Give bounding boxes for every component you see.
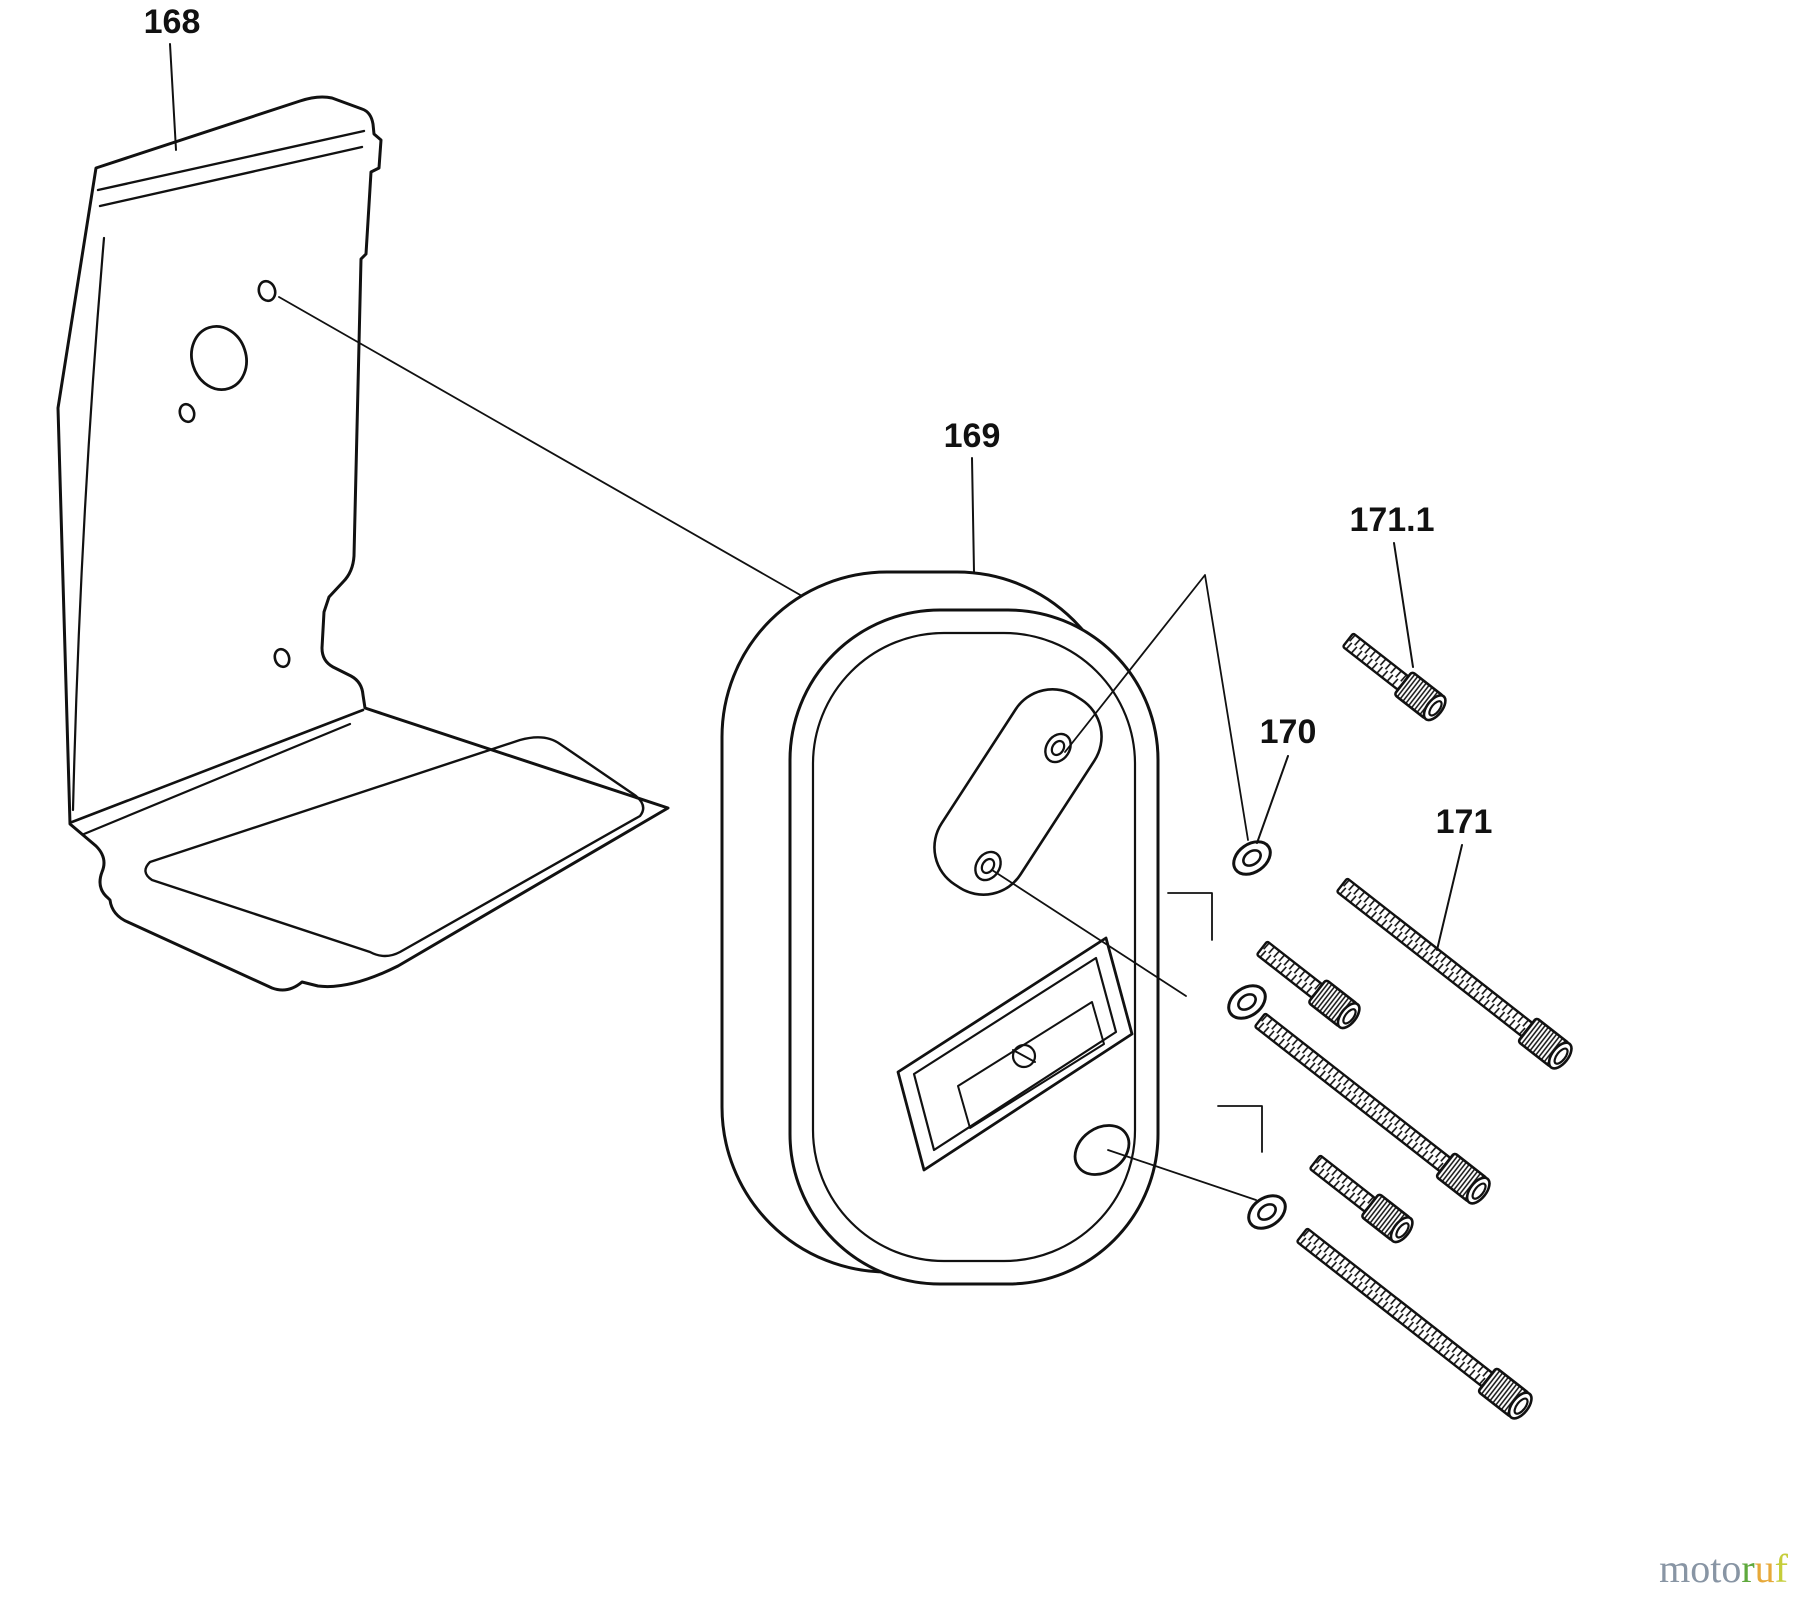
muffler-outlet-frame-outer: [896, 936, 1134, 1172]
label-170-leader: [1256, 755, 1289, 844]
label-171-1: 171.1: [1349, 501, 1434, 539]
screw-171-long-upper: [1331, 871, 1578, 1074]
screw-long-mid: [1249, 1006, 1496, 1209]
bracket-bottom-fold-line-1: [70, 708, 365, 824]
leader-elbow-bottom-screw: [1217, 1105, 1263, 1153]
muffler-face-inner-line: [811, 631, 1137, 1263]
leader-line-lower-hole-to-mid-washer: [991, 869, 1187, 997]
muffler-lower-hole: [1073, 1124, 1131, 1176]
muffler-bolt-hole-upper: [1044, 732, 1072, 764]
leader-line-bottom-hole-to-washer: [1107, 1149, 1257, 1201]
label-169: 169: [944, 417, 1001, 455]
bracket-left-edge-line: [71, 236, 106, 812]
bracket-outline: [56, 95, 670, 992]
label-169-leader: [971, 457, 975, 573]
washer-bottom: [1241, 1187, 1293, 1237]
bracket-small-hole-lower: [273, 647, 291, 669]
callout-171: 171: [1436, 803, 1493, 951]
watermark-seg-1: moto: [1659, 1546, 1741, 1591]
part-168-bracket: [56, 95, 670, 992]
callout-171-1: 171.1: [1349, 501, 1435, 668]
watermark-seg-4: f: [1775, 1546, 1789, 1591]
label-168: 168: [144, 3, 201, 41]
label-171: 171: [1436, 803, 1493, 841]
muffler-bolt-hole-lower: [974, 850, 1002, 882]
leader-line-upper-hole-to-washer: [1064, 574, 1249, 841]
leader-line-bracket-to-muffler: [278, 296, 859, 629]
label-171-leader: [1436, 844, 1463, 951]
label-171-1-leader: [1393, 542, 1414, 668]
bracket-small-hole-top: [257, 279, 277, 303]
leader-elbow-mid-screw: [1167, 892, 1213, 941]
screw-long-bottom: [1291, 1221, 1538, 1424]
muffler-outlet-opening: [957, 1001, 1105, 1129]
bracket-top-fold-line-2: [98, 145, 364, 208]
bracket-small-hole-left: [178, 402, 196, 424]
callout-170: 170: [1256, 713, 1317, 844]
washer-170: [1226, 833, 1278, 883]
bracket-floor-inner-outline: [144, 736, 645, 958]
muffler-outlet-frame-inner: [912, 956, 1118, 1152]
watermark-seg-3: u: [1755, 1546, 1775, 1591]
watermark-seg-2: r: [1741, 1546, 1754, 1591]
bracket-bottom-fold-line-2: [82, 722, 352, 836]
label-170: 170: [1260, 713, 1317, 751]
label-168-leader: [169, 43, 177, 151]
watermark: motoruf: [1659, 1546, 1789, 1591]
screw-171-1-short: [1337, 627, 1451, 726]
bracket-large-hole: [190, 325, 248, 391]
callout-169: 169: [944, 417, 1001, 573]
muffler-outlet-screw-slot: [1012, 1049, 1036, 1063]
part-169-muffler: [720, 570, 1160, 1286]
screw-short-bottom: [1304, 1149, 1418, 1248]
bracket-top-fold-line-1: [96, 129, 366, 192]
callout-168: 168: [144, 3, 201, 151]
muffler-outlet-screw: [1011, 1043, 1037, 1069]
